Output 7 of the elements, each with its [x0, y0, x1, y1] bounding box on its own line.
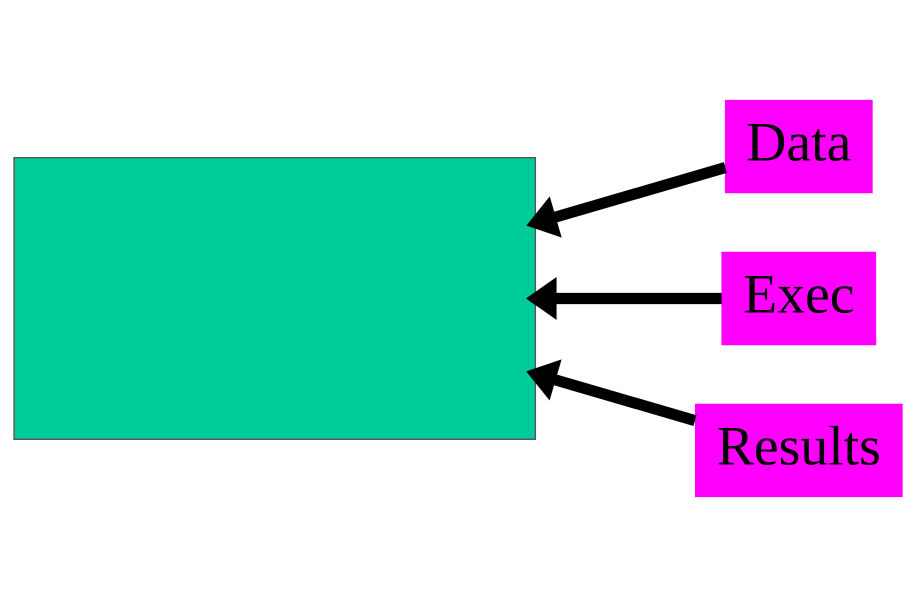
- node-box: Exec: [721, 251, 876, 345]
- node-box: Data: [724, 99, 873, 193]
- node-box: [13, 156, 536, 440]
- arrow: [526, 162, 728, 238]
- node-box: Results: [694, 403, 903, 497]
- arrow: [526, 276, 722, 320]
- arrow: [526, 358, 697, 426]
